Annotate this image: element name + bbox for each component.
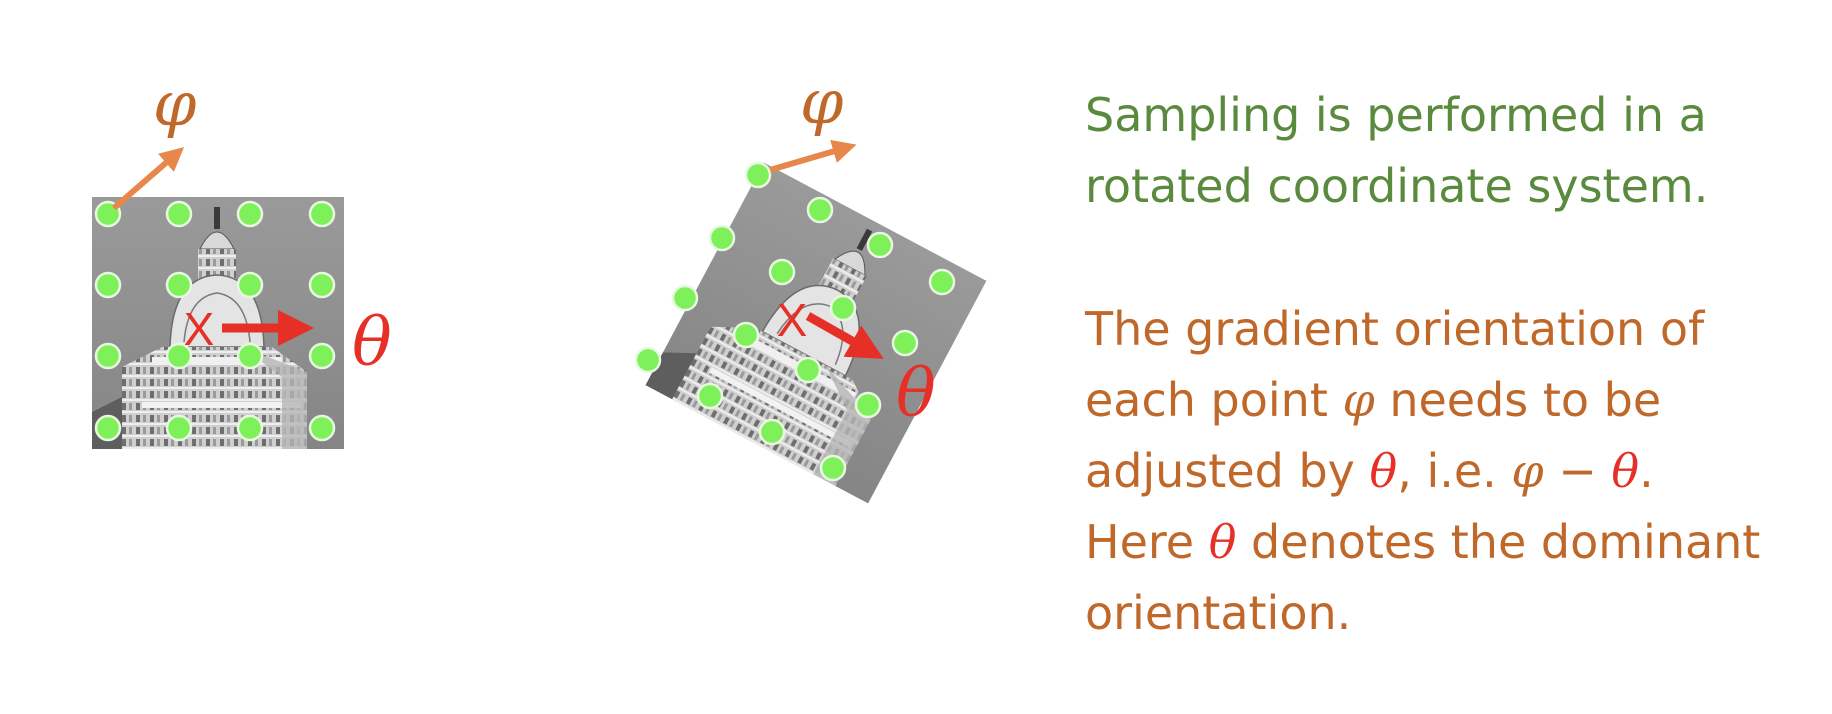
left-patch: φ X θ bbox=[91, 67, 392, 450]
theta-arrow-rotated bbox=[805, 312, 884, 359]
gradient-line-2: each point φ needs to be bbox=[1085, 365, 1760, 436]
sample-point bbox=[236, 271, 264, 299]
sample-point bbox=[671, 284, 699, 312]
sample-point bbox=[708, 224, 736, 252]
sample-point bbox=[758, 418, 786, 446]
sample-point bbox=[308, 271, 336, 299]
sample-point bbox=[928, 268, 956, 296]
phi-arrow bbox=[112, 147, 185, 211]
sample-point bbox=[165, 414, 193, 442]
text-span: , i.e. bbox=[1397, 444, 1512, 498]
gradient-line-5: orientation. bbox=[1085, 586, 1352, 640]
sample-point bbox=[308, 414, 336, 442]
sampling-line-2: rotated coordinate system. bbox=[1085, 159, 1709, 213]
right-sample-grid bbox=[634, 161, 956, 482]
gradient-paragraph: The gradient orientation of each point φ… bbox=[1085, 294, 1760, 649]
phi-symbol: φ bbox=[1342, 373, 1375, 427]
phi-label: φ bbox=[153, 67, 197, 140]
sample-point bbox=[696, 382, 724, 410]
sampling-paragraph: Sampling is performed in a rotated coord… bbox=[1085, 80, 1708, 222]
theta-symbol: θ bbox=[1611, 444, 1640, 498]
building-photo bbox=[91, 196, 345, 450]
theta-symbol: θ bbox=[1369, 444, 1398, 498]
sample-point bbox=[236, 414, 264, 442]
sample-point bbox=[819, 454, 847, 482]
sample-point bbox=[165, 342, 193, 370]
phi-label-rotated: φ bbox=[800, 65, 844, 138]
center-marker: X bbox=[184, 303, 215, 355]
sample-point bbox=[866, 231, 894, 259]
left-sample-grid bbox=[94, 200, 336, 442]
text-span: Here bbox=[1085, 515, 1209, 569]
sample-point bbox=[236, 342, 264, 370]
right-patch: φ X θ bbox=[634, 65, 988, 505]
gradient-line-1: The gradient orientation of bbox=[1085, 302, 1705, 356]
sample-point bbox=[236, 200, 264, 228]
sample-point bbox=[806, 196, 834, 224]
sample-point bbox=[94, 342, 122, 370]
sample-point bbox=[891, 329, 919, 357]
sample-point bbox=[768, 258, 796, 286]
sampling-line-1: Sampling is performed in a bbox=[1085, 88, 1707, 142]
sample-point bbox=[744, 161, 772, 189]
sample-point bbox=[165, 200, 193, 228]
sample-point bbox=[829, 294, 857, 322]
gradient-line-4: Here θ denotes the dominant bbox=[1085, 507, 1760, 578]
gradient-line-3: adjusted by θ, i.e. φ − θ. bbox=[1085, 436, 1760, 507]
theta-label: θ bbox=[352, 304, 392, 381]
minus-sign: − bbox=[1543, 444, 1612, 498]
center-marker-rotated: X bbox=[777, 294, 808, 346]
sample-point bbox=[308, 200, 336, 228]
sample-point bbox=[308, 342, 336, 370]
text-span: . bbox=[1639, 444, 1654, 498]
theta-label-rotated: θ bbox=[896, 355, 936, 432]
sample-point bbox=[94, 414, 122, 442]
theta-symbol: θ bbox=[1208, 515, 1237, 569]
text-span: needs to be bbox=[1374, 373, 1662, 427]
text-span: each point bbox=[1085, 373, 1343, 427]
phi-arrow-rotated bbox=[769, 139, 857, 173]
sample-point bbox=[732, 321, 760, 349]
phi-symbol: φ bbox=[1511, 444, 1544, 498]
text-span: adjusted by bbox=[1085, 444, 1370, 498]
sample-point bbox=[634, 346, 662, 374]
sample-point bbox=[94, 271, 122, 299]
sample-point bbox=[165, 271, 193, 299]
sample-point bbox=[794, 356, 822, 384]
sample-point bbox=[854, 391, 882, 419]
text-span: denotes the dominant bbox=[1236, 515, 1761, 569]
